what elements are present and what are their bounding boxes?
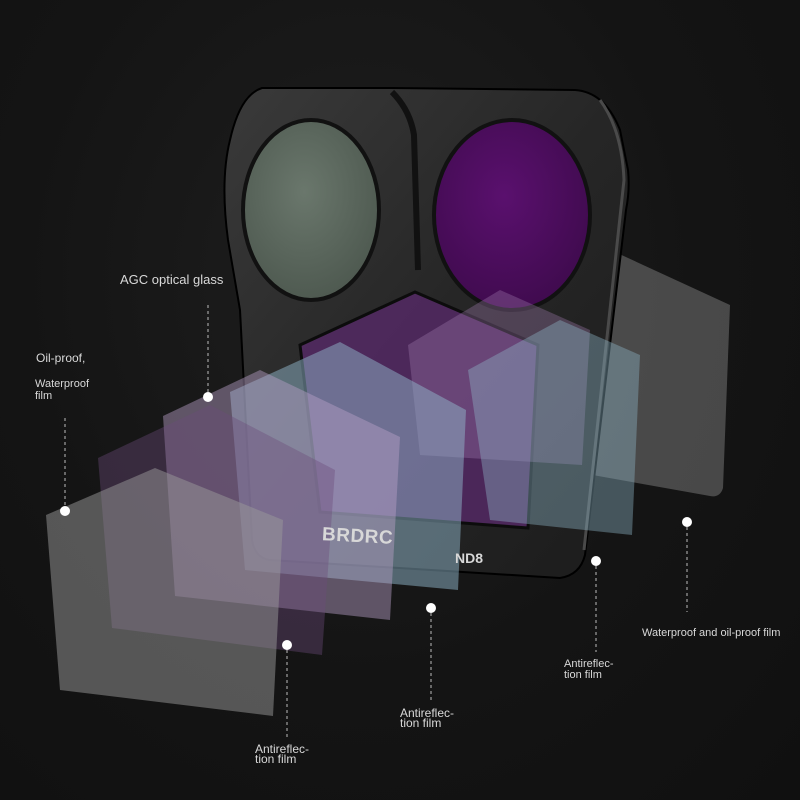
- film-layer-gray-front: [46, 468, 283, 716]
- frame-edge-highlight: [582, 99, 626, 551]
- lens-right: [432, 118, 592, 312]
- leader-dot-waterproof: [682, 517, 692, 527]
- lens-left: [241, 118, 381, 302]
- film-layer-blue-center: [230, 342, 466, 590]
- label-oil-proof-line2: Waterproof: [35, 378, 90, 390]
- leader-dot-antireflection-2: [426, 603, 436, 613]
- label-antireflection-2-line2: tion film: [400, 716, 442, 730]
- frame-divider: [389, 89, 421, 271]
- film-layer-blue-right: [468, 320, 640, 535]
- label-antireflection-1-line2: tion film: [255, 752, 297, 766]
- brand-logo: BRDRC: [321, 524, 394, 549]
- filter-code: ND8: [455, 550, 484, 566]
- label-antireflection-3-line2: tion film: [564, 669, 602, 681]
- leader-dot-antireflection-3: [591, 556, 601, 566]
- leader-dot-agc: [203, 392, 213, 402]
- leader-dot-antireflection-1: [282, 640, 292, 650]
- label-antireflection-2-line1: Antireflec-: [400, 706, 455, 720]
- leader-dot-oilproof: [60, 506, 70, 516]
- label-oil-proof-line3: film: [35, 390, 53, 402]
- label-antireflection-3-line1: Antireflec-: [564, 658, 614, 670]
- label-agc-glass: AGC optical glass: [120, 272, 224, 287]
- label-oil-proof-line1: Oil-proof,: [36, 351, 86, 365]
- label-antireflection-1-line1: Antireflec-: [255, 742, 310, 756]
- label-waterproof-oilproof: Waterproof and oil-proof film: [642, 627, 781, 639]
